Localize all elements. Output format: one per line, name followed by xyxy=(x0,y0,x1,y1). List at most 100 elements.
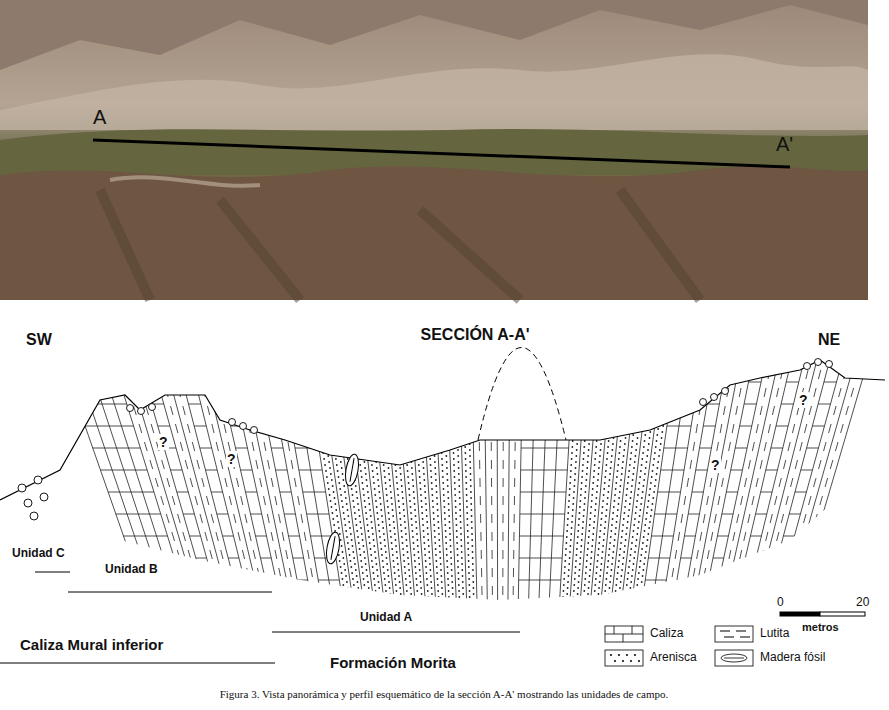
bed-mark xyxy=(131,558,142,559)
bed-mark xyxy=(257,568,259,577)
bed-mark xyxy=(545,448,557,449)
bed-mark xyxy=(442,377,444,379)
bed-mark xyxy=(513,550,514,559)
bed-mark xyxy=(464,428,466,430)
bed-mark xyxy=(431,599,433,601)
bed-mark xyxy=(404,521,406,523)
bed-mark xyxy=(459,515,461,517)
bed-mark xyxy=(376,506,378,508)
bed-mark xyxy=(587,398,589,400)
bed-mark xyxy=(360,605,362,607)
bed-mark xyxy=(428,551,430,553)
bed-mark xyxy=(337,521,339,523)
bed-mark xyxy=(347,509,349,511)
bed-mark xyxy=(453,347,455,349)
bed-mark xyxy=(351,398,353,400)
bed-mark xyxy=(342,422,344,424)
bed-mark xyxy=(406,464,408,466)
bed-mark xyxy=(351,539,353,541)
bed-mark xyxy=(319,344,321,346)
bed-mark xyxy=(359,521,361,523)
bed-mark xyxy=(515,442,516,451)
bed-mark xyxy=(366,377,368,379)
bed-mark xyxy=(441,587,443,589)
bed-mark xyxy=(411,524,413,526)
bed-mark xyxy=(380,509,382,511)
bed-mark xyxy=(318,389,320,391)
bed-mark xyxy=(447,479,449,481)
bed-mark xyxy=(523,360,536,361)
bed-mark xyxy=(429,365,431,367)
bed-mark xyxy=(398,575,400,577)
bed-mark xyxy=(253,550,255,559)
bed-mark xyxy=(326,359,328,361)
bed-mark xyxy=(443,506,445,508)
bed-mark xyxy=(233,352,235,361)
bed-mark xyxy=(139,360,152,361)
bed-mark xyxy=(561,608,563,610)
bed-mark xyxy=(450,398,452,400)
bed-mark xyxy=(323,425,325,427)
bed-mark xyxy=(581,365,583,367)
bed-mark xyxy=(599,330,628,620)
bed-mark xyxy=(583,452,585,454)
bed-mark xyxy=(440,446,442,448)
bed-mark xyxy=(580,488,582,490)
bed-mark xyxy=(135,536,146,537)
bed-mark xyxy=(373,539,375,541)
bed-mark xyxy=(389,485,391,487)
bed-mark xyxy=(194,426,206,427)
bed-mark xyxy=(503,442,504,451)
bed-mark xyxy=(472,569,474,571)
bed-mark xyxy=(590,413,592,415)
bed-mark xyxy=(331,338,333,340)
bed-mark xyxy=(379,330,406,620)
bed-mark xyxy=(469,614,471,616)
bed-mark xyxy=(112,334,115,343)
bed-mark xyxy=(466,506,468,508)
bed-mark xyxy=(711,330,773,620)
bed-mark xyxy=(407,413,409,415)
bed-mark xyxy=(183,382,196,383)
bed-mark xyxy=(379,593,381,595)
bed-mark xyxy=(334,497,336,499)
bed-mark xyxy=(417,551,419,553)
bed-mark xyxy=(603,356,605,358)
bed-mark xyxy=(185,460,187,469)
bed-mark xyxy=(461,569,463,571)
bed-mark xyxy=(376,569,378,571)
bed-mark xyxy=(279,568,281,577)
bed-mark xyxy=(417,452,419,454)
bed-mark xyxy=(311,380,313,382)
bed-mark xyxy=(594,371,596,373)
bed-mark xyxy=(441,359,443,361)
bed-mark xyxy=(482,604,483,613)
bed-mark xyxy=(361,443,363,445)
bed-mark xyxy=(402,497,404,499)
bed-mark xyxy=(438,533,440,535)
bed-mark xyxy=(357,446,359,448)
bed-mark xyxy=(216,532,218,541)
bed-mark xyxy=(467,359,469,361)
bed-mark xyxy=(572,608,574,610)
bed-mark xyxy=(490,370,491,379)
bed-mark xyxy=(360,362,362,364)
bed-mark xyxy=(594,515,596,517)
bed-mark xyxy=(377,404,379,406)
bed-mark xyxy=(605,332,607,334)
bed-mark xyxy=(566,593,568,595)
bed-mark xyxy=(340,404,342,406)
bed-mark xyxy=(408,608,410,610)
bed-mark xyxy=(469,455,471,457)
bed-mark xyxy=(423,467,425,469)
bed-mark xyxy=(529,602,539,603)
bed-mark xyxy=(534,404,546,405)
bed-mark xyxy=(52,330,153,620)
bed-mark xyxy=(337,437,339,439)
bed-mark xyxy=(177,492,188,493)
bed-mark xyxy=(576,599,578,601)
bed-mark xyxy=(384,539,386,541)
bed-mark xyxy=(455,518,457,520)
bed-mark xyxy=(216,442,218,451)
bed-mark xyxy=(473,593,475,595)
